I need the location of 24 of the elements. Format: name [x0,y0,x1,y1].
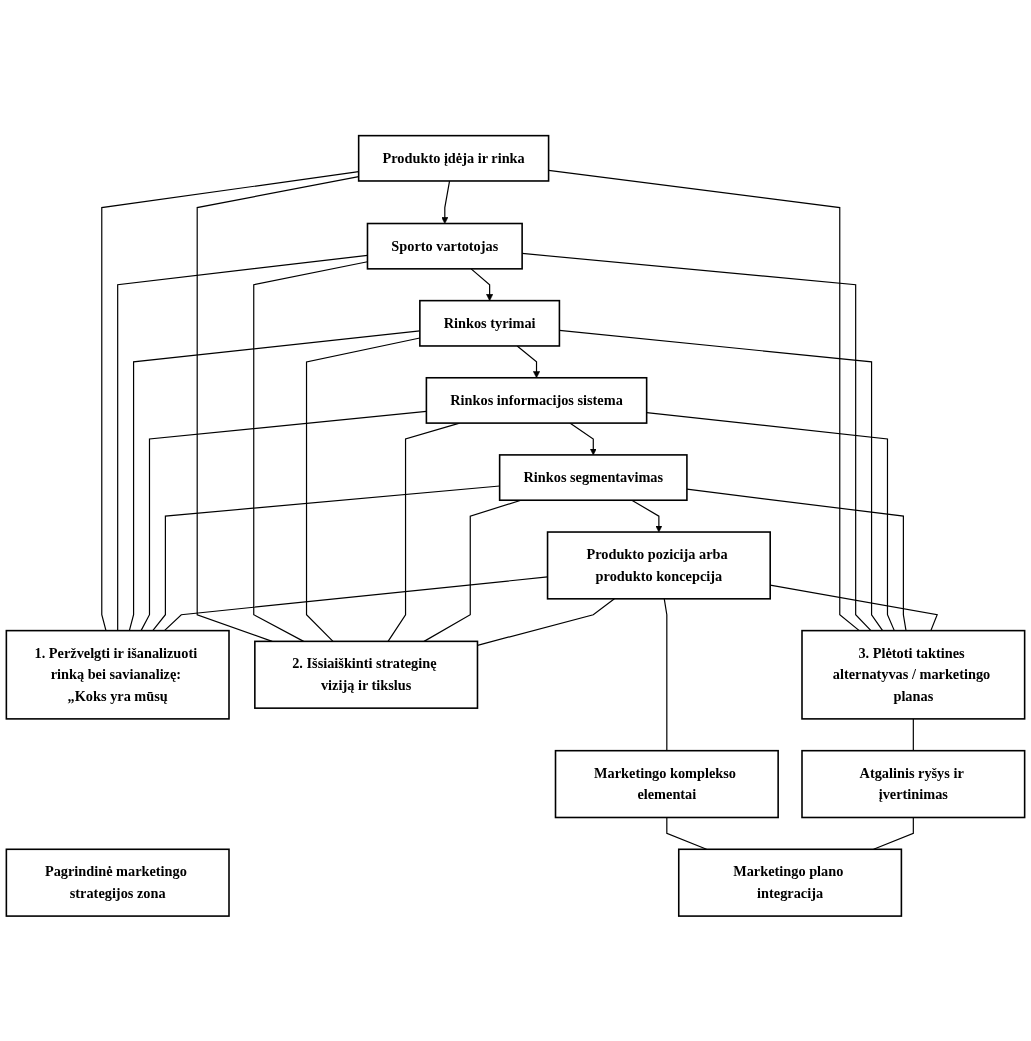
node-box: Sporto vartotojas [366,222,523,270]
connector [646,411,895,632]
connector [663,598,668,752]
node-box: 1. Peržvelgti ir išanalizuoti rinką bei savianalizę: „Koks yra mūsų [5,629,230,720]
connector [686,488,907,632]
node-box: Rinkos tyrimai [419,299,561,347]
node-box: Atgalinis ryšys ir įvertinimas [801,749,1026,819]
connector [140,410,427,632]
node-box: Rinkos segmentavimas [498,454,688,501]
arrow [441,180,451,224]
connector [548,169,860,632]
node-box: Marketingo plano integracija [677,848,903,917]
node-box: Rinkos informacijos sistema [425,376,648,424]
node-box: Produkto įdėja ir rinka [357,134,550,182]
node-box: 3. Plėtoti taktines alternatyvas / marketingo planas [801,629,1026,720]
arrow [631,499,663,533]
node-box: Pagrindinė marketingo strategijos zona [5,848,230,917]
arrow [516,345,540,379]
arrow [470,268,494,301]
node-box: Marketingo komplekso elementai [554,749,779,819]
arrow [569,422,597,456]
node-box: 2. Išsiaiškinti strateginę viziją ir tikslus [254,640,479,709]
connector [912,718,914,752]
node-box: Produkto pozicija arba produkto koncepcija [546,531,771,600]
